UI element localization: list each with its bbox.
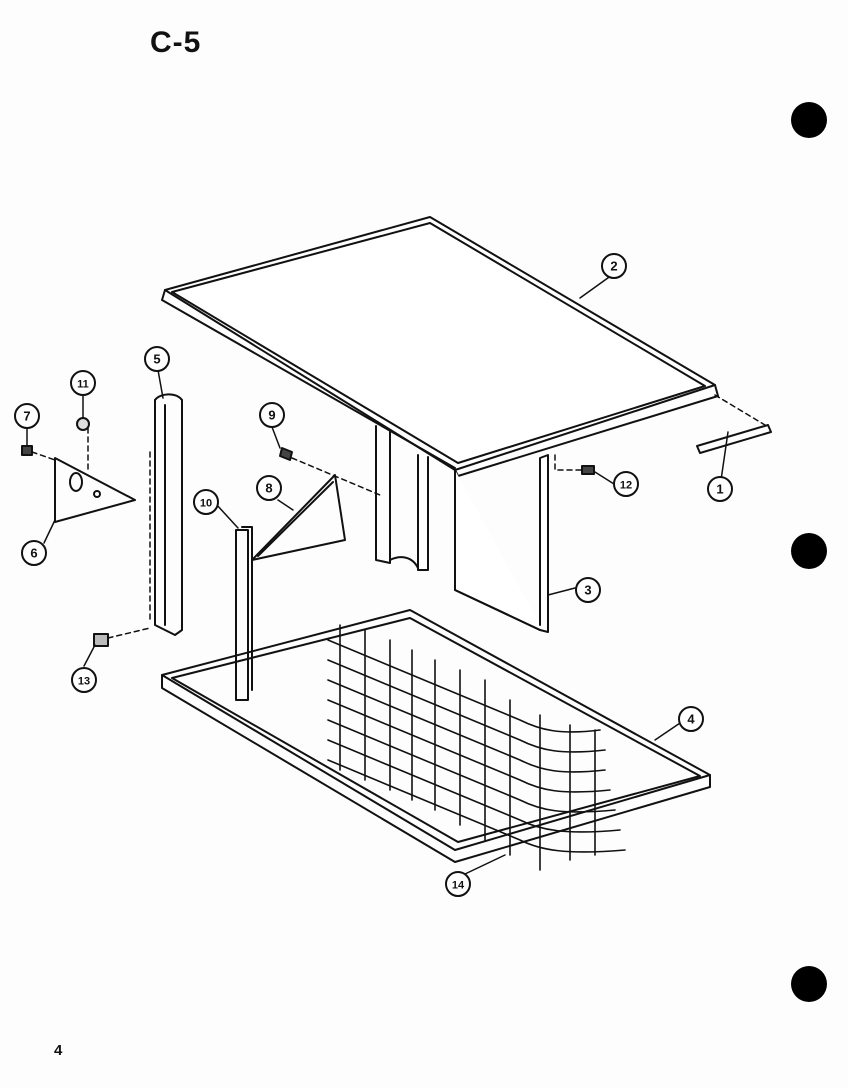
callout-9: 9: [259, 402, 285, 428]
brace-part: [251, 474, 346, 561]
callout-4: 4: [678, 706, 704, 732]
callout-11: 11: [70, 370, 96, 396]
callout-label: 10: [200, 498, 212, 510]
callout-13: 13: [71, 667, 97, 693]
callout-10: 10: [193, 489, 219, 515]
callout-label: 3: [584, 583, 591, 598]
callout-circle: [193, 489, 219, 515]
callout-label: 12: [620, 480, 632, 492]
top-cover-part: [161, 216, 719, 479]
callout-1: 1: [707, 476, 733, 502]
nut-11: [76, 417, 90, 431]
callout-label: 2: [610, 259, 617, 274]
callout-circle: [70, 370, 96, 396]
callout-circle: [14, 403, 40, 429]
callout-3: 3: [575, 577, 601, 603]
screw-9: [279, 447, 293, 461]
callout-circle: [707, 476, 733, 502]
callout-12: 12: [613, 471, 639, 497]
callout-circle: [144, 346, 170, 372]
callout-label: 1: [716, 482, 723, 497]
callout-circle: [256, 475, 282, 501]
bushing-13: [93, 633, 109, 647]
side-panel-part: [454, 454, 549, 633]
callout-label: 9: [268, 408, 275, 423]
callout-label: 4: [687, 712, 695, 727]
callout-label: 14: [452, 880, 465, 892]
front-post-part: [235, 526, 253, 701]
callout-circle: [21, 540, 47, 566]
left-bracket-part: [54, 457, 136, 523]
callout-label: 11: [77, 379, 89, 391]
callout-circle: [613, 471, 639, 497]
binder-hole-top: [791, 102, 827, 138]
callout-5: 5: [144, 346, 170, 372]
page-number: 4: [54, 1042, 63, 1059]
callout-circle: [71, 667, 97, 693]
callout-label: 13: [78, 676, 90, 688]
callout-14: 14: [445, 871, 471, 897]
callout-circle: [601, 253, 627, 279]
callout-circle: [259, 402, 285, 428]
callout-circle: [575, 577, 601, 603]
screw-7: [21, 445, 33, 456]
callout-7: 7: [14, 403, 40, 429]
binder-hole-middle: [791, 533, 827, 569]
callout-label: 8: [265, 481, 272, 496]
base-pan-part: [161, 609, 711, 863]
callout-6: 6: [21, 540, 47, 566]
coil-grid-part: [327, 624, 626, 871]
diagram-title: C-5: [150, 26, 202, 59]
callout-label: 5: [153, 352, 160, 367]
screw-12: [581, 465, 595, 475]
callout-circle: [445, 871, 471, 897]
callout-2: 2: [601, 253, 627, 279]
callout-label: 7: [23, 409, 30, 424]
callout-8: 8: [256, 475, 282, 501]
strip-part: [696, 424, 772, 454]
binder-hole-bottom: [791, 966, 827, 1002]
callout-label: 6: [30, 546, 37, 561]
corner-post-part: [154, 393, 183, 636]
callout-circle: [678, 706, 704, 732]
